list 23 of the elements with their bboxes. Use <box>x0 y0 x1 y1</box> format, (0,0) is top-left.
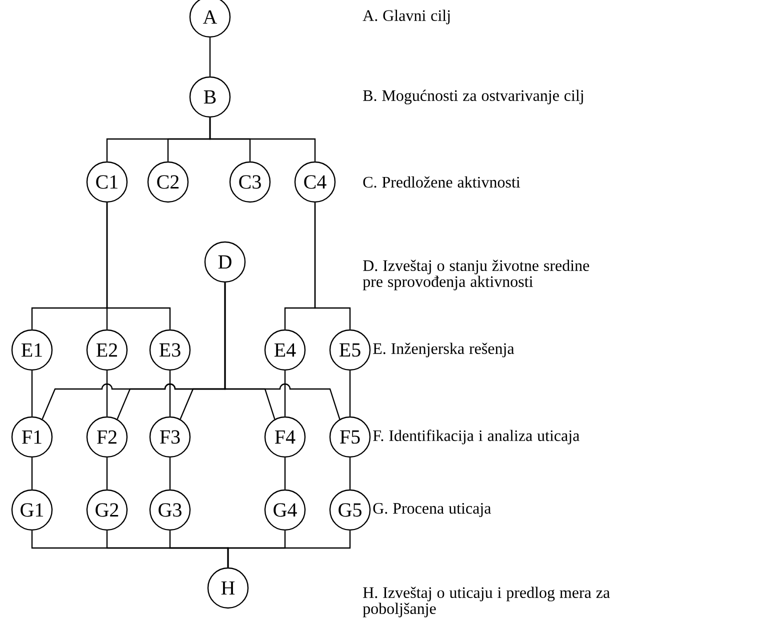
connector-line <box>284 370 286 416</box>
connector-line <box>31 370 33 416</box>
row-label: G. Procena uticaja <box>373 502 491 517</box>
connector-line <box>106 370 108 416</box>
connector-line <box>224 282 340 420</box>
row-label: H. Izveštaj o uticaju i predlog mera za poboljšanje <box>362 586 610 618</box>
row-label: B. Mogućnosti za ostvarivanje cilj <box>363 90 583 104</box>
row-label: D. Izveštaj o stanju životne sredine pre sprovođenja aktivnosti <box>362 260 590 290</box>
connector-line <box>349 370 351 416</box>
connector-line <box>169 370 171 416</box>
connector-line <box>106 202 171 330</box>
connector-line <box>106 458 108 490</box>
row-label: F. Identifikacija i analiza uticaja <box>373 430 580 444</box>
connector-line <box>31 458 33 490</box>
connector-line <box>284 458 286 490</box>
row-label: C. Predložene aktivnosti <box>363 176 520 188</box>
connector-line <box>227 530 351 568</box>
connector-line <box>314 202 351 330</box>
row-label: A. Glavni cilj <box>362 10 450 24</box>
connector-line <box>209 118 316 162</box>
connector-line <box>209 38 211 76</box>
connector-line <box>349 458 351 490</box>
connector-line <box>169 458 171 490</box>
